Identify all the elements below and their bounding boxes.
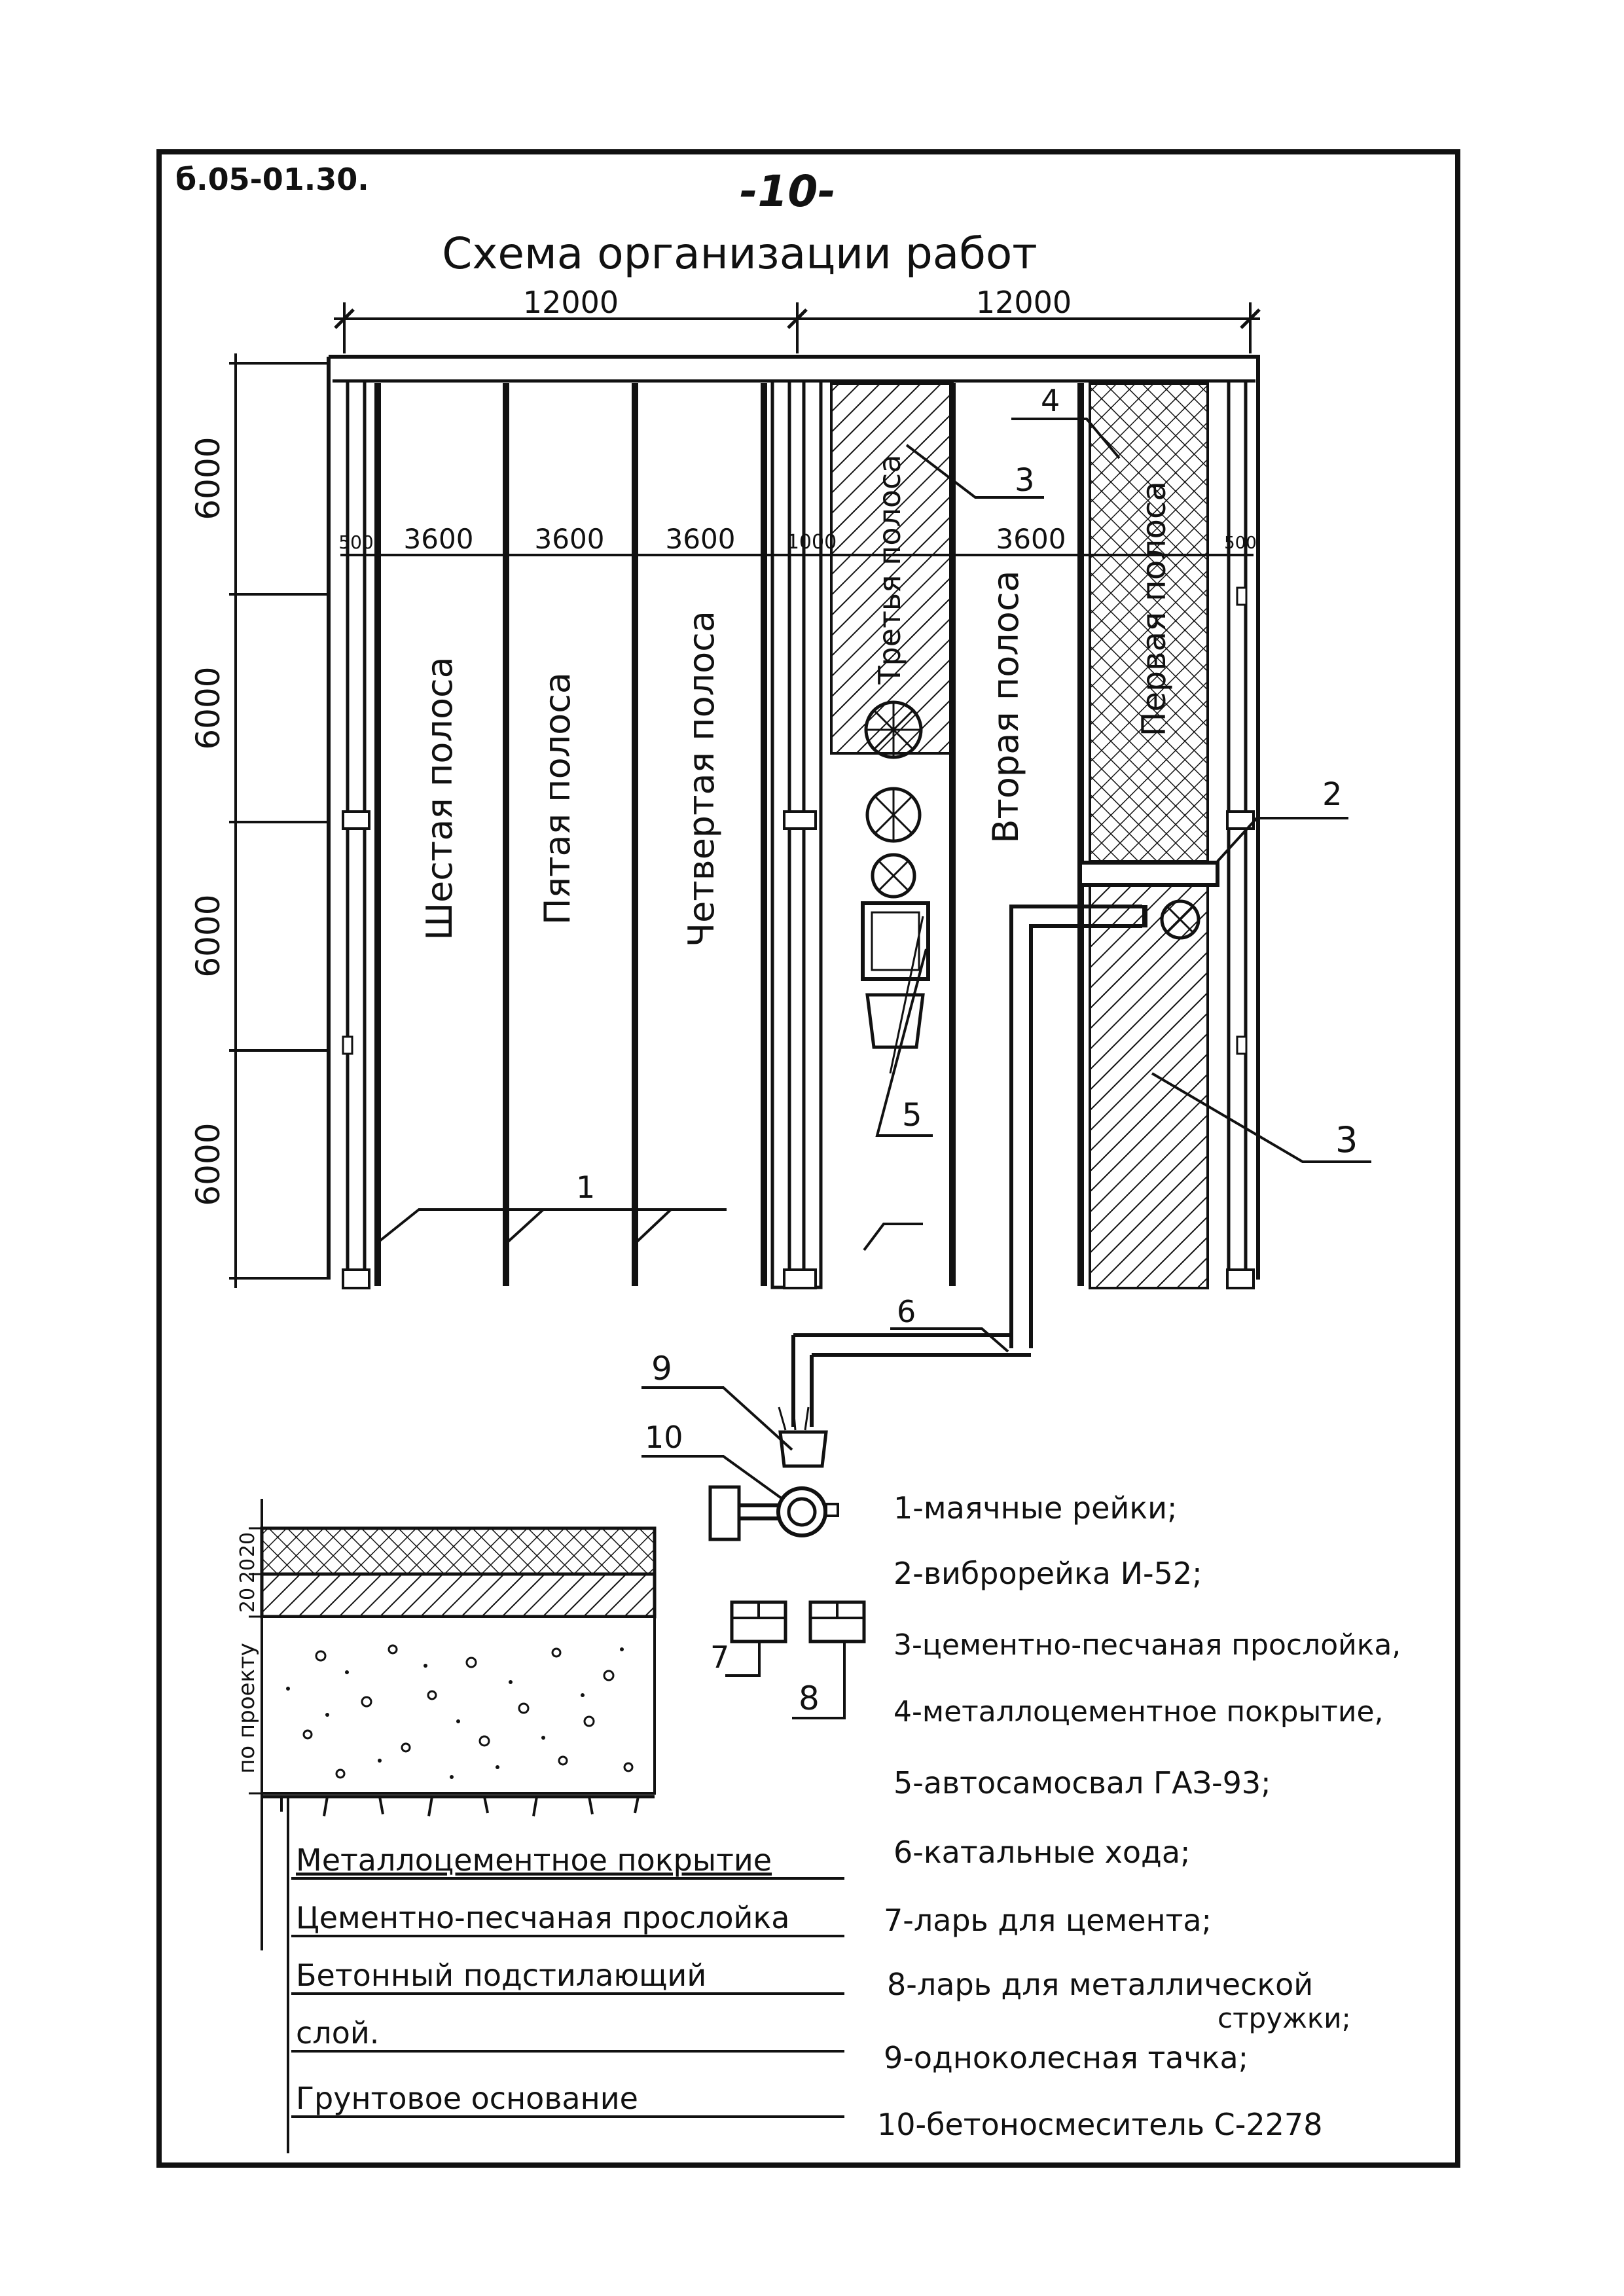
strip-label-1: Первая полоса (1135, 481, 1173, 736)
legend-item-6: 6-катальные хода; (893, 1835, 1191, 1870)
top-dimension-2: 12000 (976, 285, 1072, 320)
strip-label-4: Четвертая полоса (681, 611, 722, 947)
page-number: -10- (740, 166, 836, 217)
legend-item-8-cont: стружки; (1218, 2002, 1351, 2034)
top-dimension-chain: 12000 12000 (334, 285, 1261, 353)
layer-label-3: Бетонный подстилающий (296, 1958, 706, 1993)
row-dimension-2: 3600 (404, 523, 474, 555)
callout-5: 5 (902, 1097, 922, 1134)
layer-label-1: Металлоцементное покрытие (296, 1842, 772, 1878)
section-layer-labels: Металлоцементное покрытие Цементно-песча… (291, 1842, 844, 2118)
left-dimension-2: 6000 (189, 666, 227, 749)
sand-cement-interlayer-strip-1 (1089, 860, 1209, 1289)
left-dimension-1: 6000 (189, 437, 227, 520)
sheet-code: б.05-01.30. (175, 162, 369, 197)
left-dimension-4: 6000 (189, 1122, 227, 1206)
row-dimension-4: 3600 (666, 523, 736, 555)
legend-item-4: 4-металлоцементное покрытие, (893, 1695, 1384, 1729)
cement-bin (730, 1600, 787, 1643)
section-coating-layer (260, 1526, 657, 1576)
dump-truck-gaz-93 (861, 901, 930, 1074)
legend-item-1: 1-маячные рейки; (893, 1490, 1178, 1526)
callout-3b: 3 (1335, 1119, 1358, 1160)
callout-6: 6 (897, 1294, 916, 1329)
top-dimension-1: 12000 (523, 285, 619, 320)
sheet-frame (156, 149, 1460, 2168)
row-dimension-chain: 500 3600 3600 3600 1000 3600 500 (338, 523, 1257, 556)
wheelbarrow (778, 1407, 828, 1468)
layer-thickness-1: 20 (236, 1532, 259, 1557)
floor-cross-section: 20 20 20 по проекту (234, 1499, 657, 2153)
row-dimension-7: 500 (1224, 533, 1257, 553)
by-project-label: по проекту (234, 1643, 260, 1774)
section-interlayer (260, 1572, 657, 1619)
section-concrete-base (261, 1615, 656, 1795)
callout-8: 8 (799, 1679, 820, 1717)
metal-shavings-bin (808, 1600, 866, 1643)
legend-item-5: 5-автосамосвал ГАЗ-93; (893, 1765, 1271, 1801)
concrete-mixer-s-227b (708, 1485, 839, 1541)
legend-item-10: 10-бетоносмеситель С-2278 (877, 2107, 1322, 2142)
runways (791, 905, 1147, 1427)
vibrating-screed (1078, 861, 1219, 887)
row-dimension-3: 3600 (535, 523, 605, 555)
left-dimension-3: 6000 (189, 894, 227, 977)
layer-label-4: слой. (296, 2015, 379, 2051)
legend-item-8: 8-ларь для металлической (887, 1967, 1313, 2002)
row-dimension-5: 1000 (787, 531, 837, 554)
legend-item-2: 2-виброрейка И-52; (893, 1556, 1202, 1591)
drawing-title: Схема организации работ (442, 228, 1038, 279)
row-dimension-6: 3600 (996, 523, 1066, 555)
row-dimension-1: 500 (338, 531, 373, 553)
callout-10: 10 (645, 1420, 683, 1455)
callout-7: 7 (710, 1640, 729, 1675)
strip-label-2: Вторая полоса (985, 570, 1026, 843)
legend: 1-маячные рейки; 2-виброрейка И-52; 3-це… (877, 1490, 1401, 2142)
layer-label-2: Цементно-песчаная прослойка (296, 1900, 789, 1935)
layer-thickness-3: 20 (236, 1588, 259, 1613)
callout-3a: 3 (1015, 462, 1035, 499)
callout-4: 4 (1041, 383, 1060, 418)
callout-1: 1 (576, 1170, 595, 1205)
metal-cement-coating-strip-1 (1089, 382, 1209, 863)
left-dimension-chain: 6000 6000 6000 6000 (189, 353, 327, 1288)
strip-label-3: Третья полоса (872, 454, 907, 685)
legend-item-7: 7-ларь для цемента; (884, 1903, 1212, 1938)
wheelbarrow-wheels (864, 700, 1200, 940)
callout-2: 2 (1322, 776, 1343, 813)
strip-label-6: Шестая полоса (419, 656, 460, 941)
strip-label-5: Пятая полоса (537, 672, 578, 925)
guide-rails (342, 379, 1255, 1289)
callout-leaders: 1 2 3 3 4 5 6 7 8 9 10 (375, 383, 1371, 1719)
layer-thickness-2: 20 (236, 1558, 259, 1583)
legend-item-3: 3-цементно-песчаная прослойка, (893, 1628, 1401, 1662)
layer-label-5: Грунтовое основание (296, 2081, 638, 2116)
legend-item-9: 9-одноколесная тачка; (884, 2040, 1248, 2075)
callout-9: 9 (651, 1350, 672, 1388)
